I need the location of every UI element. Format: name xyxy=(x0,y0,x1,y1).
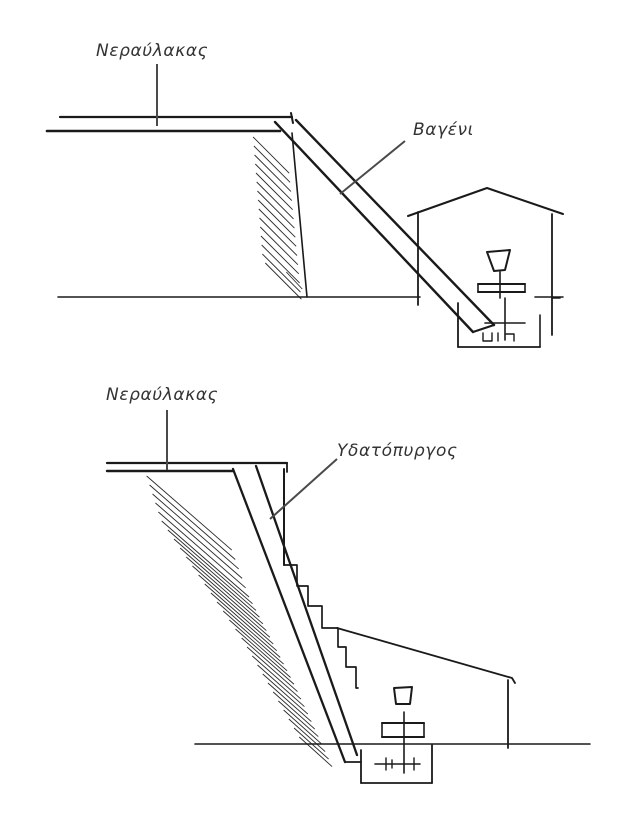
top-flume-leader xyxy=(339,140,406,195)
bottom-cliff-hatching xyxy=(146,475,333,767)
hatch-stroke xyxy=(210,592,278,652)
top-flume xyxy=(273,118,496,334)
hatch-stroke xyxy=(192,565,267,631)
hatch-stroke xyxy=(185,556,264,625)
hatch-stroke xyxy=(161,520,250,598)
hatch-stroke xyxy=(146,475,233,551)
hatch-stroke xyxy=(254,154,292,192)
hatch-stroke xyxy=(155,502,243,579)
hatch-stroke xyxy=(283,709,323,745)
hatch-stroke xyxy=(262,673,309,715)
hatch-stroke xyxy=(260,235,300,275)
hatch-stroke xyxy=(241,637,295,685)
top-canal-label: Νεραύλακας xyxy=(96,41,208,61)
bottom-canal xyxy=(105,461,289,473)
hatch-stroke xyxy=(152,493,239,570)
top-wheel-pit xyxy=(457,302,541,348)
bottom-tower-leader xyxy=(269,458,338,520)
top-millstone xyxy=(477,249,526,342)
hatch-stroke xyxy=(198,574,271,638)
bottom-wheel-pit xyxy=(360,744,433,784)
hatch-stroke xyxy=(222,610,284,665)
top-mill-house xyxy=(407,187,564,336)
hatch-stroke xyxy=(253,145,291,183)
hatch-stroke xyxy=(278,700,319,737)
bottom-figure: Νεραύλακας Υδατόπυργος xyxy=(105,385,591,784)
bottom-canal-label: Νεραύλακας xyxy=(106,385,218,405)
hatch-stroke xyxy=(158,511,246,589)
hatch-stroke xyxy=(265,262,302,300)
hatch-stroke xyxy=(173,538,257,611)
hatch-stroke xyxy=(272,691,316,730)
bottom-water-tower xyxy=(231,464,362,764)
bottom-stepped-wall xyxy=(283,564,359,689)
top-canal xyxy=(45,112,294,133)
hatch-stroke xyxy=(252,136,290,174)
hatch-stroke xyxy=(259,217,298,256)
hatch-stroke xyxy=(286,271,303,290)
hatch-stroke xyxy=(258,208,297,247)
hatch-stroke xyxy=(254,163,293,201)
top-cliff-hatching xyxy=(252,136,303,300)
hatch-stroke xyxy=(149,484,236,560)
bottom-millstone xyxy=(374,686,425,774)
hatch-stroke xyxy=(259,226,299,265)
hatch-stroke xyxy=(167,529,253,605)
hatch-stroke xyxy=(257,190,295,229)
hatch-stroke xyxy=(256,181,294,220)
hatch-stroke xyxy=(267,682,312,722)
hatch-stroke xyxy=(257,664,305,707)
hatch-stroke xyxy=(261,244,300,284)
hatch-stroke xyxy=(298,736,333,767)
hatch-stroke xyxy=(255,172,293,211)
top-figure: Νεραύλακας Βαγένι xyxy=(45,41,564,348)
hatch-stroke xyxy=(179,547,260,618)
bottom-tower-label: Υδατόπυργος xyxy=(337,441,458,461)
hatch-stroke xyxy=(229,619,288,672)
top-flume-label: Βαγένι xyxy=(413,120,474,140)
hatch-stroke xyxy=(262,253,301,293)
top-cliff-line xyxy=(291,132,308,298)
hatch-stroke xyxy=(235,628,291,678)
hatch-stroke xyxy=(204,583,274,645)
hatch-stroke xyxy=(246,646,298,692)
hatch-stroke xyxy=(288,718,326,752)
hatch-stroke xyxy=(257,199,296,238)
hatch-stroke xyxy=(251,655,302,700)
hatch-stroke xyxy=(216,601,281,658)
bottom-mill-house xyxy=(336,627,516,749)
